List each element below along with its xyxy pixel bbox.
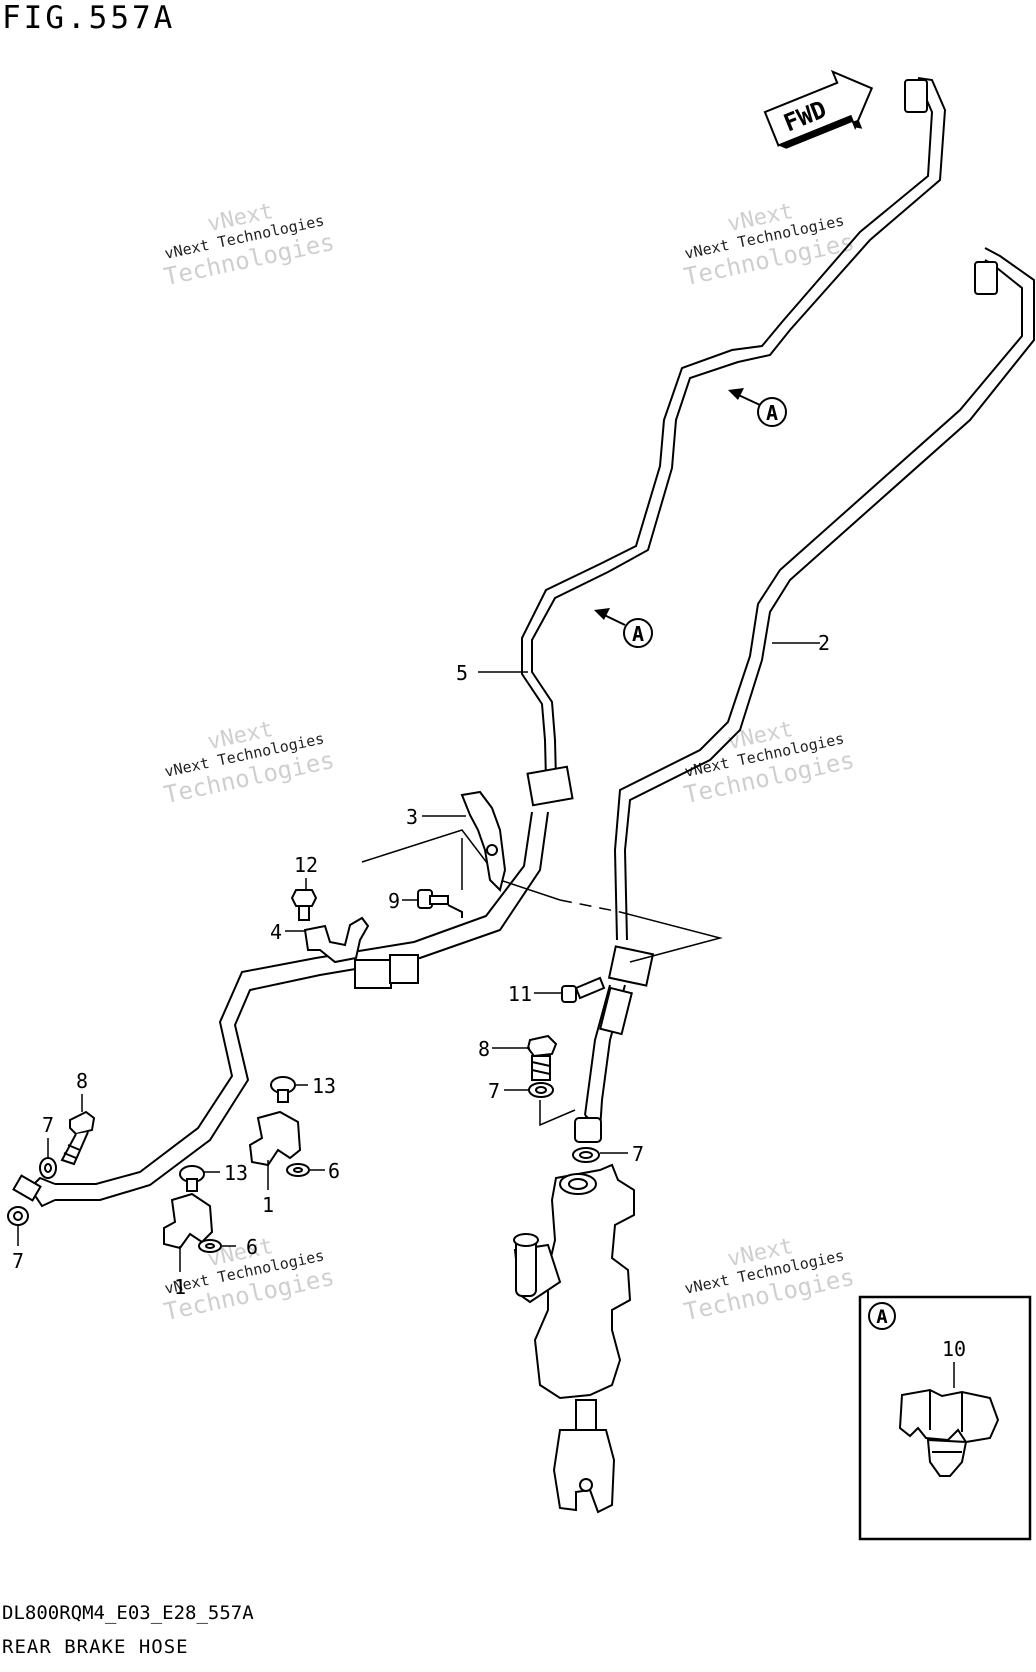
hose-end-fitting xyxy=(574,1117,602,1143)
hose-clip-part-9 xyxy=(898,1388,1000,1477)
callout-8-left: 8 xyxy=(76,1069,88,1093)
brake-pipe-5 xyxy=(521,77,947,781)
brake-pipe-2 xyxy=(613,247,1035,941)
callout-2: 2 xyxy=(818,631,830,655)
callout-7-c: 7 xyxy=(42,1113,54,1137)
inset-marker: A xyxy=(876,1306,888,1328)
bolt-part-12 xyxy=(290,889,318,921)
hose-fitting-upper xyxy=(526,765,574,807)
hose-fitting-lower xyxy=(607,945,655,987)
callout-leaders xyxy=(17,642,820,1272)
bracket-part-3 xyxy=(460,790,507,892)
figure-title: FIG.557A xyxy=(2,0,176,36)
callout-1-a: 1 xyxy=(262,1193,274,1217)
callout-10: 9 xyxy=(388,889,400,913)
detail-marker-upper: A xyxy=(728,388,787,427)
drawing-code: DL800RQM4_E03_E28_557A xyxy=(2,1602,254,1624)
rear-brake-hose xyxy=(12,765,574,1208)
hose-joint xyxy=(354,959,392,989)
clamp-part-4 xyxy=(303,916,370,964)
detail-inset-a: A 10 xyxy=(858,1295,1032,1541)
callout-6-b: 6 xyxy=(246,1235,258,1259)
clamp-part-1 xyxy=(163,1110,302,1250)
assembly-lines xyxy=(361,829,723,1127)
callout-7-b: 7 xyxy=(632,1142,644,1166)
callout-7-a: 7 xyxy=(488,1079,500,1103)
callout-6-a: 6 xyxy=(328,1159,340,1183)
callout-11: 11 xyxy=(508,982,532,1006)
bolt-part-13 xyxy=(179,1076,296,1192)
fwd-arrow-badge: FWD xyxy=(763,69,874,149)
svg-text:A: A xyxy=(632,622,644,646)
callout-4: 4 xyxy=(270,920,282,944)
callout-5: 5 xyxy=(456,661,468,685)
washer-part-6 xyxy=(198,1163,310,1253)
callout-3: 3 xyxy=(406,805,418,829)
watermark: vNext vNext Technologies Technologies xyxy=(681,717,856,809)
bolt-part-10 xyxy=(417,889,463,918)
callout-12: 12 xyxy=(294,853,318,877)
pipe-fitting xyxy=(974,261,998,295)
rear-master-cylinder xyxy=(513,1163,635,1514)
watermark: vNext vNext Technologies Technologies xyxy=(161,199,336,291)
callout-1-b: 1 xyxy=(174,1275,186,1299)
pipe-fitting xyxy=(904,79,928,113)
callout-labels: 5 2 3 12 4 9 11 8 7 7 8 7 7 13 13 1 1 6 … xyxy=(12,631,830,1299)
banjo-fitting xyxy=(12,1174,42,1202)
bolt-part-8-right xyxy=(526,1034,558,1081)
watermark: vNext vNext Technologies Technologies xyxy=(681,1234,856,1326)
bolt-part-8-left xyxy=(60,1110,96,1166)
hose-sleeve xyxy=(599,986,633,1036)
detail-marker-lower: A xyxy=(594,608,653,648)
hose-joint xyxy=(389,954,419,984)
washer-part-7 xyxy=(7,1082,600,1226)
bolt-part-11 xyxy=(561,976,606,1003)
callout-8-right: 8 xyxy=(478,1037,490,1061)
svg-text:A: A xyxy=(766,401,778,425)
drawing-title: REAR BRAKE HOSE xyxy=(2,1636,189,1658)
lower-right-hose xyxy=(574,945,655,1143)
callout-7-d: 7 xyxy=(12,1249,24,1273)
callout-13-b: 13 xyxy=(224,1161,248,1185)
watermark: vNext vNext Technologies Technologies xyxy=(681,199,856,291)
callout-9: 10 xyxy=(942,1337,966,1361)
callout-13-a: 13 xyxy=(312,1074,336,1098)
watermark: vNext vNext Technologies Technologies xyxy=(161,717,336,809)
